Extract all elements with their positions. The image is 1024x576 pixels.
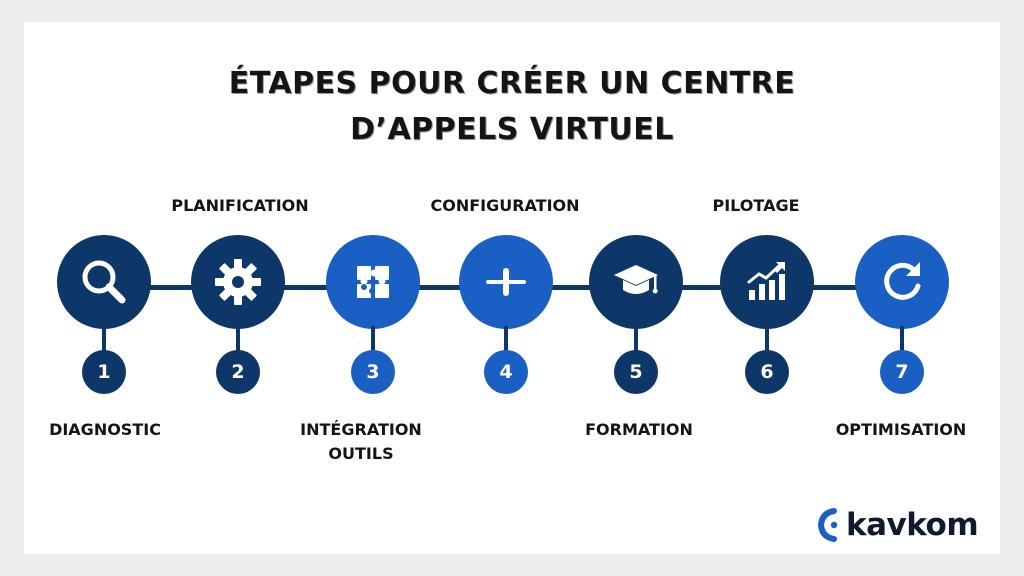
step-node-2 [191, 235, 285, 329]
growth-chart-icon [747, 262, 785, 300]
step-stem-4 [504, 326, 508, 352]
step-number-5: 5 [614, 350, 658, 394]
title-line-2: D’APPELS VIRTUEL [350, 112, 674, 147]
step-label-1: DIAGNOSTIC [49, 420, 161, 439]
graduation-cap-icon [614, 265, 658, 294]
step-label-6: PILOTAGE [712, 196, 800, 215]
gear-icon [215, 259, 261, 305]
step-number-7: 7 [880, 350, 924, 394]
step-label-7: OPTIMISATION [835, 420, 967, 439]
step-stem-5 [634, 326, 638, 352]
title-line-1: ÉTAPES POUR CRÉER UN CENTRE [228, 66, 796, 101]
step-number-1: 1 [82, 350, 126, 394]
step-number-3: 3 [351, 350, 395, 394]
refresh-icon [884, 262, 921, 300]
kavkom-logo: kavkom [814, 502, 979, 548]
step-stem-2 [236, 326, 240, 352]
step-stem-7 [900, 326, 904, 352]
logo-text: kavkom [846, 507, 979, 543]
step-stem-6 [765, 326, 769, 352]
step-node-1 [57, 235, 151, 329]
slider-icon [486, 268, 526, 296]
step-node-3 [326, 235, 420, 329]
step-number-4: 4 [484, 350, 528, 394]
magnifier-icon [82, 260, 126, 304]
step-label-4: CONFIGURATION [430, 196, 580, 215]
step-stem-1 [102, 326, 106, 352]
step-node-6 [720, 235, 814, 329]
step-label-2: PLANIFICATION [171, 196, 309, 215]
step-number-2: 2 [216, 350, 260, 394]
step-node-7 [855, 235, 949, 329]
step-stem-3 [371, 326, 375, 352]
kavkom-logo-icon [817, 508, 838, 542]
step-node-5 [589, 235, 683, 329]
step-label-3: INTÉGRATION OUTILS [300, 420, 422, 463]
puzzle-icon [357, 266, 389, 298]
step-number-6: 6 [745, 350, 789, 394]
step-label-5: FORMATION [585, 420, 693, 439]
step-node-4 [459, 235, 553, 329]
